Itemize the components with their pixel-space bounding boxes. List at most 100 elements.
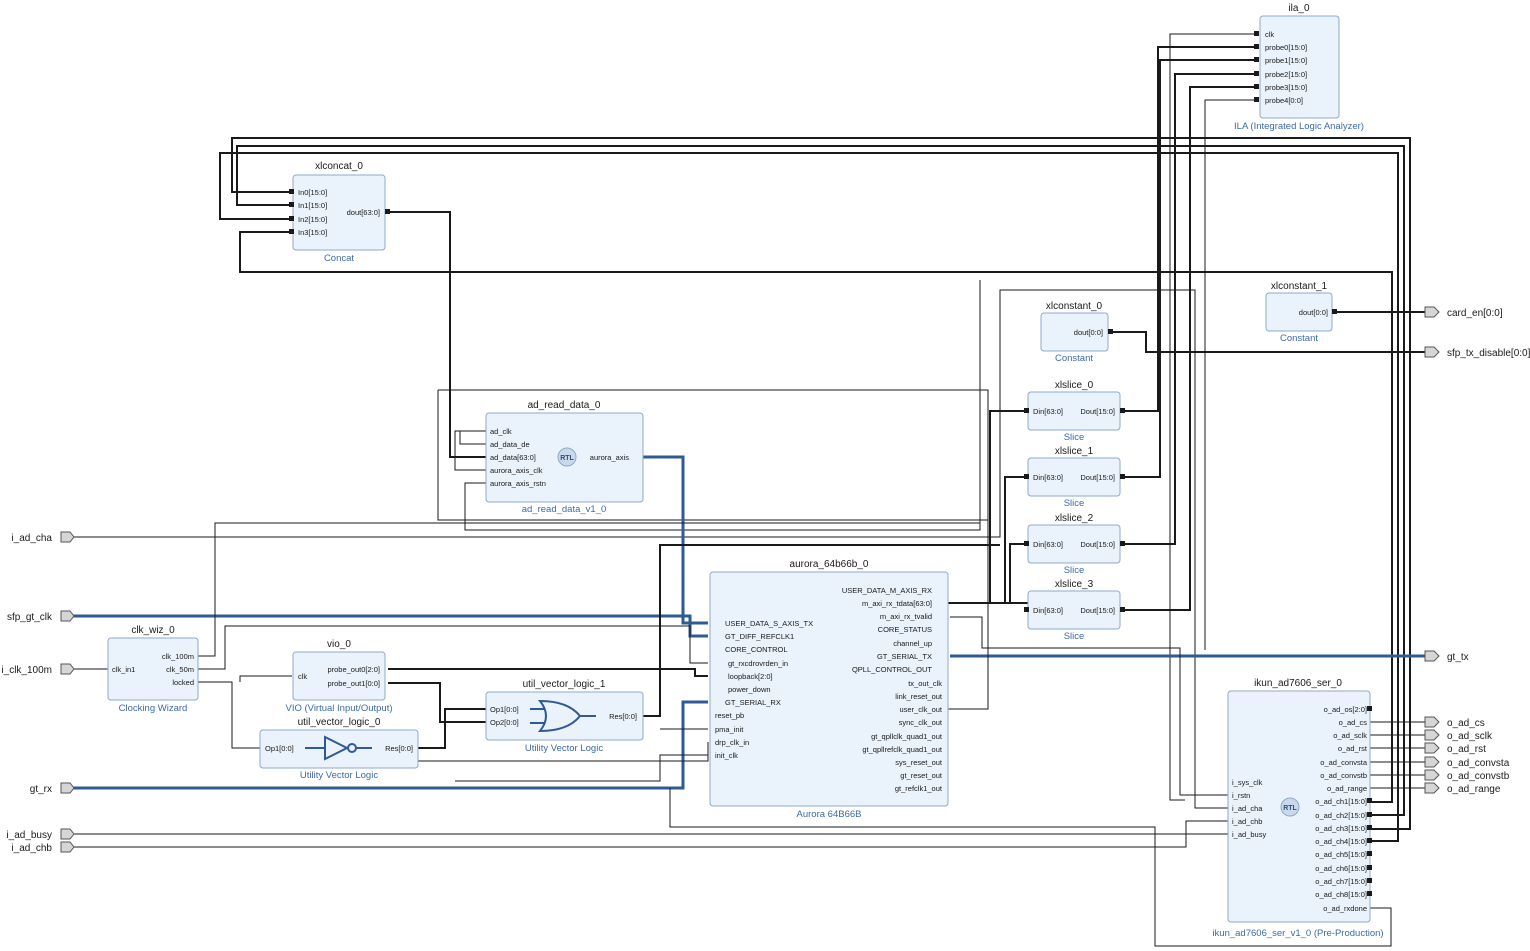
pin-label: o_ad_rst — [1338, 744, 1368, 753]
pin-label: gt_qpllrefclk_quad1_out — [862, 745, 943, 754]
pin-label: clk_50m — [166, 665, 194, 674]
pin-label: locked — [172, 678, 194, 687]
block-ad-read-data-0[interactable]: ad_read_data_0 ad_clk ad_data_de ad_data… — [485, 400, 644, 515]
pin-label: In1[15:0] — [298, 201, 327, 210]
pin-label: o_ad_sclk — [1333, 731, 1367, 740]
pin-label: probe3[15:0] — [1265, 83, 1307, 92]
pin-label: In3[15:0] — [298, 228, 327, 237]
port-card-en[interactable]: card_en[0:0] — [1424, 306, 1503, 319]
port-o-ad-sclk[interactable]: o_ad_sclk — [1424, 729, 1493, 742]
pin-label: In0[15:0] — [298, 188, 327, 197]
pin-label: i_rstn — [1232, 791, 1250, 800]
pin-label: o_ad_ch2[15:0] — [1315, 811, 1367, 820]
pin-label: o_ad_ch8[15:0] — [1315, 890, 1367, 899]
block-name: clk_wiz_0 — [131, 625, 175, 636]
pin-label: GT_SERIAL_TX — [877, 652, 932, 661]
block-xlslice-0[interactable]: xlslice_0 Din[63:0] Dout[15:0] Slice — [1027, 380, 1121, 443]
pin-label: clk_in1 — [112, 665, 135, 674]
port-gt-rx[interactable]: gt_rx — [30, 782, 75, 795]
pin-label: CORE_CONTROL — [725, 645, 788, 654]
pin-label: gt_rxcdrovrden_in — [728, 659, 788, 668]
block-subtitle: Aurora 64B66B — [797, 809, 862, 820]
rtl-badge-icon: RTL — [1280, 797, 1300, 817]
block-xlslice-2[interactable]: xlslice_2 Din[63:0] Dout[15:0] Slice — [1027, 513, 1121, 576]
block-name: ad_read_data_0 — [528, 400, 601, 411]
pin-label: aurora_axis — [590, 453, 629, 462]
pin-label: sys_reset_out — [895, 758, 943, 767]
pin-label: o_ad_ch7[15:0] — [1315, 877, 1367, 886]
port-i-clk-100m[interactable]: i_clk_100m — [1, 663, 75, 676]
pin-label: Dout[15:0] — [1080, 606, 1115, 615]
ikun-inputs: i_sys_clk i_rstn i_ad_cha i_ad_chb i_ad_… — [1232, 778, 1266, 839]
or-gate-icon — [530, 699, 596, 733]
pin-label: tx_out_clk — [908, 679, 942, 688]
port-o-ad-convstb[interactable]: o_ad_convstb — [1424, 769, 1510, 782]
pin-label: probe2[15:0] — [1265, 70, 1307, 79]
block-name: xlconstant_1 — [1271, 281, 1328, 292]
pin-label: o_ad_range — [1327, 784, 1367, 793]
port-sfp-gt-clk[interactable]: sfp_gt_clk — [7, 610, 75, 623]
pin-label: aurora_axis_rstn — [490, 479, 546, 488]
pin-label: QPLL_CONTROL_OUT — [852, 665, 932, 674]
aurora-inputs: USER_DATA_S_AXIS_TX GT_DIFF_REFCLK1 CORE… — [715, 619, 813, 760]
block-name: ila_0 — [1288, 3, 1310, 14]
pin-label: Res[0:0] — [609, 712, 637, 721]
pin-label: In2[15:0] — [298, 215, 327, 224]
block-subtitle: Slice — [1064, 432, 1085, 443]
svg-text:RTL: RTL — [560, 455, 574, 462]
pin-label: Op1[0:0] — [490, 705, 519, 714]
block-xlslice-3[interactable]: xlslice_3 Din[63:0] Dout[15:0] Slice — [1027, 579, 1121, 642]
port-i-ad-busy[interactable]: i_ad_busy — [6, 828, 75, 841]
block-aurora-64b66b-0[interactable]: aurora_64b66b_0 USER_DATA_S_AXIS_TX GT_D… — [709, 559, 949, 820]
block-xlconstant-1[interactable]: xlconstant_1 dout[0:0] Constant — [1265, 281, 1333, 344]
pin-label: ad_clk — [490, 427, 512, 436]
ikun-outputs: o_ad_os[2:0] o_ad_cs o_ad_sclk o_ad_rst … — [1315, 705, 1368, 913]
pin-label: aurora_axis_clk — [490, 466, 543, 475]
not-gate-icon — [305, 735, 372, 761]
pin-label: ad_data_de — [490, 440, 530, 449]
port-i-ad-chb[interactable]: i_ad_chb — [11, 841, 75, 854]
pin-label: Din[63:0] — [1033, 606, 1063, 615]
pin-label: dout[63:0] — [347, 208, 380, 217]
pin-label: clk_100m — [162, 652, 194, 661]
svg-text:i_clk_100m: i_clk_100m — [1, 665, 52, 676]
svg-text:o_ad_convsta: o_ad_convsta — [1447, 758, 1510, 769]
pin-label: Dout[15:0] — [1080, 473, 1115, 482]
pin-label: probe0[15:0] — [1265, 43, 1307, 52]
pin-label: channel_up — [893, 639, 932, 648]
block-util-vector-logic-1[interactable]: util_vector_logic_1 Op1[0:0] Op2[0:0] Re… — [485, 679, 644, 754]
pin-label: m_axi_rx_tdata[63:0] — [862, 599, 932, 608]
pin-label: clk — [298, 672, 307, 681]
pin-label: o_ad_convsta — [1320, 758, 1368, 767]
rtl-badge-icon: RTL — [557, 447, 577, 467]
pin-label: probe1[15:0] — [1265, 56, 1307, 65]
block-name: xlconstant_0 — [1046, 301, 1103, 312]
block-xlconcat-0[interactable]: xlconcat_0 In0[15:0] In1[15:0] In2[15:0]… — [292, 161, 386, 264]
pin-label: reset_pb — [715, 711, 744, 720]
block-subtitle: Slice — [1064, 631, 1085, 642]
pin-label: o_ad_cs — [1339, 718, 1368, 727]
svg-text:o_ad_sclk: o_ad_sclk — [1447, 731, 1493, 742]
port-gt-tx[interactable]: gt_tx — [1424, 650, 1469, 663]
pin-label: GT_SERIAL_RX — [725, 698, 781, 707]
port-o-ad-convsta[interactable]: o_ad_convsta — [1424, 756, 1510, 769]
block-vio-0[interactable]: vio_0 clk probe_out0[2:0] probe_out1[0:0… — [285, 639, 392, 714]
port-o-ad-range[interactable]: o_ad_range — [1424, 782, 1501, 795]
port-o-ad-cs[interactable]: o_ad_cs — [1424, 716, 1485, 729]
pin-label: power_down — [728, 685, 771, 694]
pin-label: Dout[15:0] — [1080, 540, 1115, 549]
svg-text:o_ad_rst: o_ad_rst — [1447, 744, 1486, 755]
pin-label: pma_init — [715, 725, 744, 734]
svg-text:sfp_gt_clk: sfp_gt_clk — [7, 612, 53, 623]
block-clk-wiz-0[interactable]: clk_wiz_0 clk_in1 clk_100m clk_50m locke… — [107, 625, 199, 714]
block-ikun-ad7606-ser-0[interactable]: ikun_ad7606_ser_0 i_sys_clk i_rstn i_ad_… — [1212, 678, 1383, 939]
port-i-ad-cha[interactable]: i_ad_cha — [11, 531, 75, 544]
block-util-vector-logic-0[interactable]: util_vector_logic_0 Op1[0:0] Res[0:0] Ut… — [259, 717, 419, 781]
pin-label: gt_refclk1_out — [895, 784, 943, 793]
port-sfp-tx-disable[interactable]: sfp_tx_disable[0:0] — [1424, 346, 1530, 359]
block-xlslice-1[interactable]: xlslice_1 Din[63:0] Dout[15:0] Slice — [1027, 446, 1121, 509]
block-ila-0[interactable]: ila_0 clk probe0[15:0] probe1[15:0] prob… — [1234, 3, 1364, 132]
block-xlconstant-0[interactable]: xlconstant_0 dout[0:0] Constant — [1040, 301, 1109, 364]
port-o-ad-rst[interactable]: o_ad_rst — [1424, 742, 1486, 755]
block-name: xlslice_2 — [1055, 513, 1094, 524]
